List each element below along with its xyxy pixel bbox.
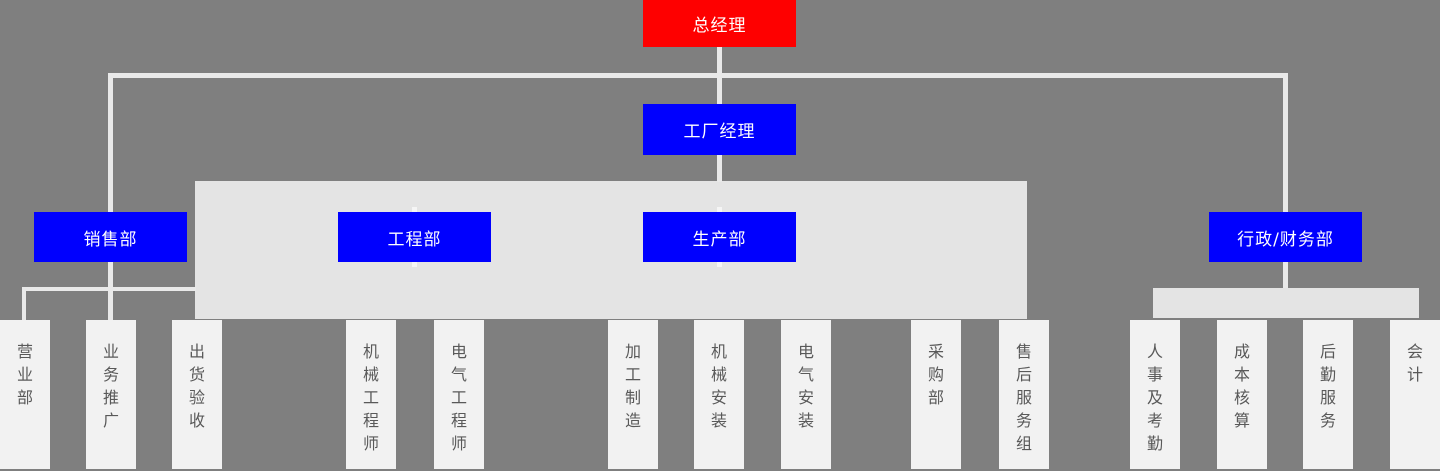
node-admin-finance-dept-label: 行政/财务部 (1237, 229, 1334, 250)
leaf-mechanical-engineer: 机械工程师 (346, 320, 396, 469)
node-sales-dept: 销售部 (34, 212, 187, 262)
tick-engineering-bottom (412, 262, 417, 267)
tick-production-top (717, 207, 722, 212)
connector-drop-sales-office (22, 291, 26, 320)
leaf-after-sales-service: 售后服务组 (999, 320, 1049, 469)
leaf-cost-accounting: 成本核算 (1217, 320, 1267, 469)
node-engineering-dept: 工程部 (338, 212, 491, 262)
leaf-sales-office: 营业部 (0, 320, 50, 469)
leaf-electrical-installation: 电气安装 (781, 320, 831, 469)
admin-group-panel (1153, 288, 1419, 318)
leaf-business-promotion: 业务推广 (86, 320, 136, 469)
connector-drop-business-promotion (108, 291, 113, 320)
node-engineering-dept-label: 工程部 (387, 229, 442, 250)
leaf-logistics-service: 后勤服务 (1303, 320, 1353, 469)
node-sales-dept-label: 销售部 (83, 229, 138, 250)
connector-drop-sales (108, 73, 113, 212)
node-admin-finance-dept: 行政/财务部 (1209, 212, 1362, 262)
leaf-hr-attendance: 人事及考勤 (1130, 320, 1180, 469)
leaf-mechanical-installation: 机械安装 (694, 320, 744, 469)
node-general-manager-label: 总经理 (692, 16, 747, 36)
connector-sales-to-rail (108, 262, 113, 291)
leaf-electrical-engineer: 电气工程师 (434, 320, 484, 469)
connector-top-rail (108, 73, 1288, 78)
connector-sales-rail (22, 287, 196, 291)
tick-production-bottom (717, 262, 722, 267)
connector-admin-to-panel (1283, 262, 1288, 288)
tick-engineering-top (412, 207, 417, 212)
leaf-purchasing: 采购部 (911, 320, 961, 469)
node-production-dept-label: 生产部 (692, 229, 747, 250)
leaf-machining-manufacturing: 加工制造 (608, 320, 658, 469)
center-group-panel (195, 181, 1027, 319)
connector-drop-admin (1283, 73, 1288, 212)
node-production-dept: 生产部 (643, 212, 796, 262)
leaf-shipping-inspection: 出货验收 (172, 320, 222, 469)
node-factory-manager: 工厂经理 (643, 104, 796, 155)
connector-fm-to-panel (717, 155, 722, 182)
leaf-accounting: 会计 (1390, 320, 1440, 469)
node-factory-manager-label: 工厂经理 (683, 122, 756, 142)
node-general-manager: 总经理 (643, 0, 796, 47)
